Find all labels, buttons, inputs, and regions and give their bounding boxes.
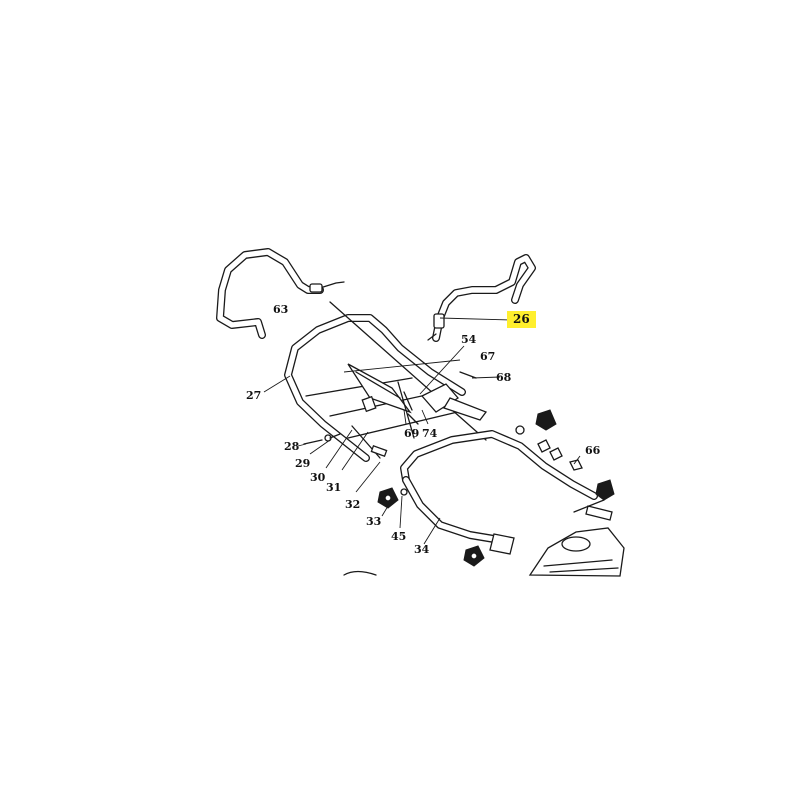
callout-31: 31: [326, 481, 342, 494]
callout-29: 29: [295, 457, 311, 470]
callout-66: 66: [585, 444, 601, 457]
lower-handle: [400, 430, 613, 555]
callout-34: 34: [414, 543, 430, 556]
callout-67: 67: [480, 350, 496, 363]
callout-63: 63: [273, 303, 289, 316]
handle-hardware: [303, 425, 388, 459]
left-control-bail: [216, 248, 345, 339]
right-control-bail: [427, 254, 536, 342]
upper-handle: [284, 301, 487, 462]
lever-assembly: [347, 363, 488, 439]
callout-30: 30: [310, 471, 326, 484]
handle-knobs: [377, 409, 615, 567]
callout-54: 54: [461, 333, 477, 346]
callout-45: 45: [391, 530, 407, 543]
callout-27: 27: [246, 389, 262, 402]
mower-deck-fragment: [343, 527, 625, 577]
callout-32: 32: [345, 498, 361, 511]
callout-68: 68: [496, 371, 512, 384]
callout-33: 33: [366, 515, 382, 528]
leader-lines: [263, 317, 581, 545]
callout-26: 26: [507, 311, 536, 328]
callout-74: 74: [422, 427, 438, 440]
callout-28: 28: [284, 440, 300, 453]
callout-69: 69: [404, 427, 420, 440]
